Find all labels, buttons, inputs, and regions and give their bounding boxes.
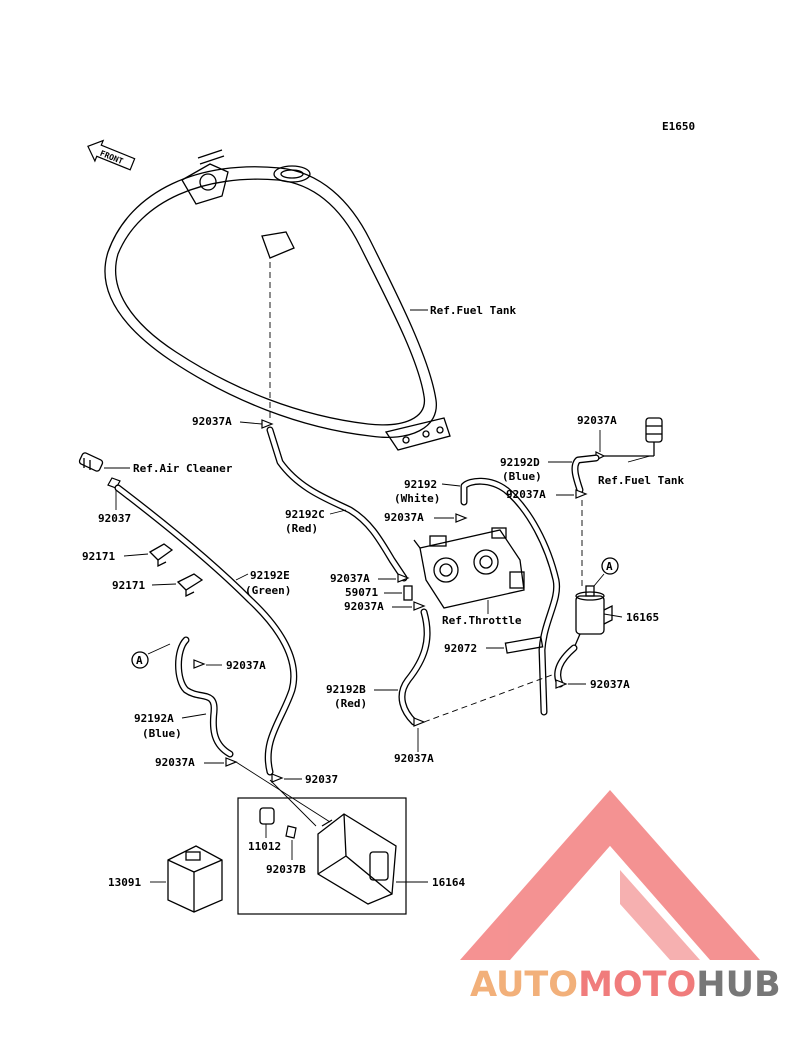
part-label-92192B: 92192B — [326, 683, 366, 696]
throttle-body — [413, 527, 525, 609]
leader — [603, 613, 623, 618]
leader — [147, 643, 171, 655]
watermark-text: AUTOMOTOHUB — [470, 965, 781, 1005]
part-label-92192E: 92192E — [250, 569, 290, 582]
part-label-92037A-valve: 92037A — [590, 678, 630, 691]
part-label-59071: 59071 — [345, 586, 378, 599]
clip-icon — [225, 757, 238, 767]
part-label-92171-b: 92171 — [112, 579, 145, 592]
pad-92072 — [504, 636, 544, 654]
part-label-92171-a: 92171 — [82, 550, 115, 563]
leader — [123, 553, 149, 557]
leader — [593, 573, 605, 587]
part-label-92192D-color: (Blue) — [502, 470, 542, 483]
part-label-92192E-color: (Green) — [245, 584, 291, 597]
part-label-92072: 92072 — [444, 642, 477, 655]
callout-a-left-label: A — [136, 654, 143, 667]
dash-line — [423, 671, 561, 723]
part-label-92037A-throttle2: 92037A — [344, 600, 384, 613]
part-label-92192-color: (White) — [394, 492, 440, 505]
part-label-92037-air: 92037 — [98, 512, 131, 525]
clip-icon — [413, 717, 426, 727]
diagram-code: E1650 — [662, 120, 695, 133]
clip-icon — [413, 601, 426, 611]
cap-11012 — [259, 807, 275, 825]
part-label-92037B: 92037B — [266, 863, 306, 876]
part-label-92037A-white: 92037A — [384, 511, 424, 524]
part-label-92037A-top-right: 92037A — [577, 414, 617, 427]
part-label-16164: 16164 — [432, 876, 465, 889]
ref-air-cleaner-label: Ref.Air Cleaner — [133, 462, 233, 475]
part-label-92037A-left: 92037A — [226, 659, 266, 672]
clamp-92171-a — [148, 543, 174, 568]
ref-fuel-tank-label: Ref.Fuel Tank — [430, 304, 516, 317]
leader — [269, 779, 317, 827]
part-label-92037A-bottom-left: 92037A — [155, 756, 195, 769]
clip-icon — [271, 773, 284, 783]
clip-icon — [575, 489, 588, 499]
part-label-92192B-color: (Red) — [334, 697, 367, 710]
part-label-92037A-tank: 92037A — [192, 415, 232, 428]
part-label-13091: 13091 — [108, 876, 141, 889]
filter-fitting — [604, 417, 663, 457]
fitting-59071 — [403, 585, 413, 601]
watermark-logo — [460, 790, 760, 960]
leader — [239, 421, 263, 425]
part-label-92192A: 92192A — [134, 712, 174, 725]
leader — [235, 761, 331, 823]
clip-icon — [261, 419, 274, 429]
bracket-13091 — [167, 845, 223, 913]
clip-92037B-icon — [285, 825, 297, 839]
part-label-92037A-right2: 92037A — [506, 488, 546, 501]
fuel-tank — [104, 149, 451, 451]
front-arrow-icon: FRONT — [87, 139, 136, 171]
callout-a-left — [131, 651, 149, 669]
callout-a-right — [601, 557, 619, 575]
clip-icon — [455, 513, 468, 523]
clip-icon — [555, 679, 568, 689]
air-cleaner-fitting — [78, 452, 104, 472]
leader — [329, 509, 347, 515]
canister-16164 — [317, 813, 397, 905]
clamp-92171-b — [176, 573, 204, 598]
solenoid-valve-16165 — [573, 585, 613, 649]
part-label-92037A-bottom: 92037A — [394, 752, 434, 765]
part-label-92192: 92192 — [404, 478, 437, 491]
part-label-16165: 16165 — [626, 611, 659, 624]
watermark-moto: MOTO — [578, 965, 696, 1005]
ref-fuel-tank-right-label: Ref.Fuel Tank — [598, 474, 684, 487]
part-label-11012: 11012 — [248, 840, 281, 853]
watermark-hub: HUB — [696, 965, 780, 1005]
leader — [151, 583, 177, 586]
callout-a-right-label: A — [606, 560, 613, 573]
leader — [627, 455, 651, 463]
watermark-auto: AUTO — [470, 965, 578, 1005]
part-label-92192D: 92192D — [500, 456, 540, 469]
clip-icon — [397, 573, 410, 583]
ref-throttle-label: Ref.Throttle — [442, 614, 522, 627]
clip-icon — [193, 659, 206, 669]
part-label-92192C: 92192C — [285, 508, 325, 521]
leader — [235, 573, 249, 581]
leader — [441, 483, 461, 487]
part-label-92037A-throttle1: 92037A — [330, 572, 370, 585]
part-label-92192C-color: (Red) — [285, 522, 318, 535]
part-label-92192A-color: (Blue) — [142, 727, 182, 740]
part-label-92037-bottom: 92037 — [305, 773, 338, 786]
leader — [181, 713, 207, 719]
canister-assembly-box — [237, 797, 407, 915]
